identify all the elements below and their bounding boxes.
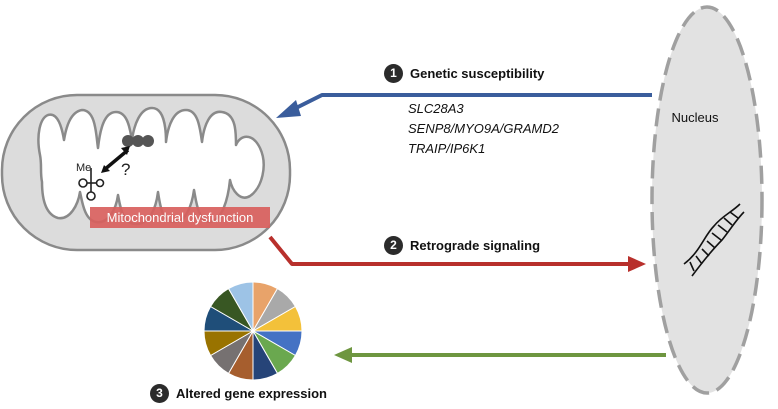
gene-list: SLC28A3 SENP8/MYO9A/GRAMD2 TRAIP/IP6K1	[408, 99, 559, 159]
step-3-label: Altered gene expression	[176, 386, 327, 401]
methyl-label: Me	[76, 162, 92, 174]
step-2-badge: 2	[384, 236, 403, 255]
trna-icon	[78, 168, 105, 201]
retrograde-signaling-arrow	[268, 235, 630, 266]
gene-expression-arrowhead	[334, 347, 352, 363]
nucleus	[650, 5, 764, 395]
retrograde-signaling-arrowhead	[628, 256, 646, 272]
dna-icon	[683, 203, 745, 277]
question-mark: ?	[121, 160, 131, 179]
nucleoid-circle	[132, 135, 144, 147]
mitochondrial-dysfunction-label: Mitochondrial dysfunction	[90, 207, 270, 228]
step-1-label: Genetic susceptibility	[410, 66, 545, 81]
nucleus-label: Nucleus	[671, 110, 719, 125]
nucleoid-circle	[142, 135, 154, 147]
gene-item: SLC28A3	[408, 101, 464, 116]
genetic-susceptibility-arrowhead	[276, 100, 301, 118]
step-1-badge: 1	[384, 64, 403, 83]
pie-slice	[227, 281, 254, 333]
gene-item: SENP8/MYO9A/GRAMD2	[408, 121, 559, 136]
interaction-arrowhead	[121, 146, 130, 155]
interaction-arrowhead	[101, 165, 110, 173]
interaction-arrow	[102, 148, 130, 172]
step-2-label: Retrograde signaling	[410, 238, 541, 253]
gene-item: TRAIP/IP6K1	[408, 141, 486, 156]
step-3-badge: 3	[150, 384, 169, 403]
genetic-susceptibility-arrow	[295, 93, 652, 110]
nucleoid-circle	[122, 135, 134, 147]
gene-expression-pie	[203, 281, 303, 381]
